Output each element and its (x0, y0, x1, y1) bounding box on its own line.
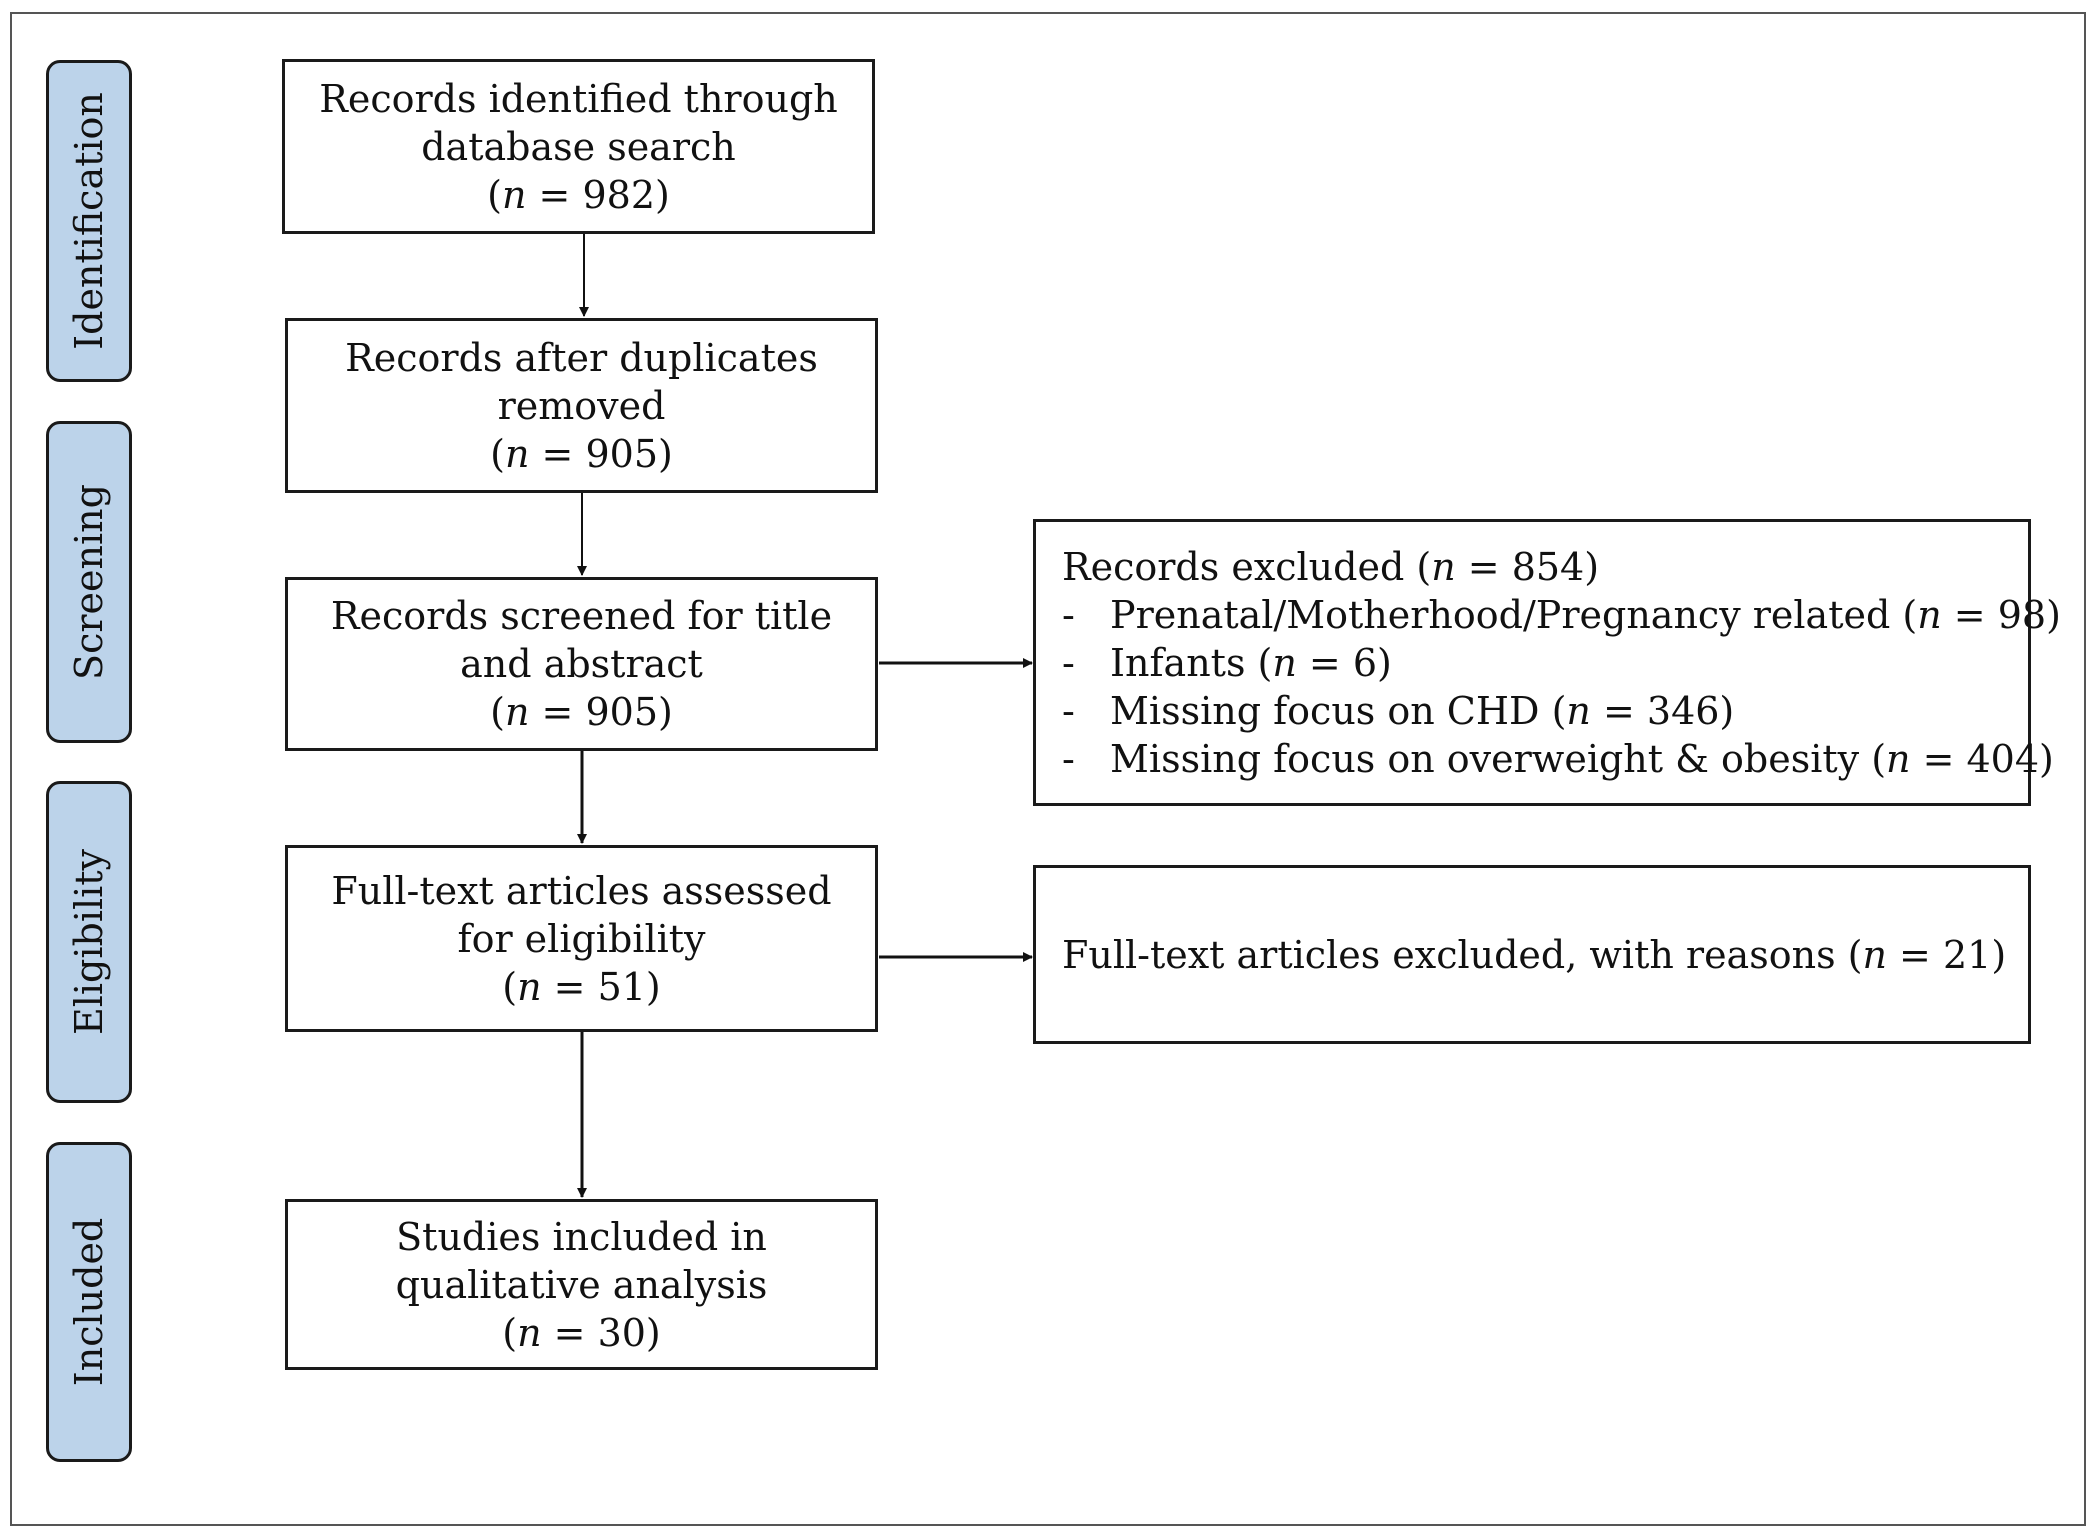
box-records-screened: Records screened for title and abstract … (285, 577, 878, 751)
box-text: Records after duplicates removed (345, 335, 818, 428)
exclusion-reasons-list: -Prenatal/Motherhood/Pregnancy related (… (1062, 591, 2061, 783)
stage-included: Included (46, 1142, 132, 1462)
box-text: Records identified through database sear… (319, 76, 838, 169)
box-count: (n = 982) (487, 172, 670, 217)
list-item: -Infants (n = 6) (1062, 640, 1392, 685)
full-text-excluded-text: Full-text articles excluded, with reason… (1062, 932, 2007, 977)
box-count: (n = 51) (502, 964, 661, 1009)
list-item: -Missing focus on overweight & obesity (… (1062, 736, 2054, 781)
list-item: -Prenatal/Motherhood/Pregnancy related (… (1062, 592, 2061, 637)
box-text: Studies included in qualitative analysis (395, 1214, 768, 1307)
box-studies-included: Studies included in qualitative analysis… (285, 1199, 878, 1370)
box-count: (n = 30) (502, 1310, 661, 1355)
box-text: Records screened for title and abstract (330, 594, 833, 686)
box-full-text-excluded: Full-text articles excluded, with reason… (1033, 865, 2031, 1044)
box-count: (n = 905) (490, 431, 673, 476)
box-full-text-assessed: Full-text articles assessed for eligibil… (285, 845, 878, 1032)
box-records-after-duplicates: Records after duplicates removed (n = 90… (285, 318, 878, 493)
figure-frame (10, 12, 2086, 1526)
excluded-title: Records excluded (n = 854) (1062, 544, 1600, 589)
box-text: Full-text articles assessed for eligibil… (331, 868, 832, 961)
stage-eligibility: Eligibility (46, 781, 132, 1103)
box-records-excluded: Records excluded (n = 854) -Prenatal/Mot… (1033, 519, 2061, 806)
stage-identification: Identification (46, 60, 132, 382)
stage-screening: Screening (46, 421, 132, 743)
list-item: -Missing focus on CHD (n = 346) (1062, 688, 1735, 733)
box-records-identified: Records identified through database sear… (282, 59, 875, 234)
box-count: (n = 905) (490, 690, 673, 734)
